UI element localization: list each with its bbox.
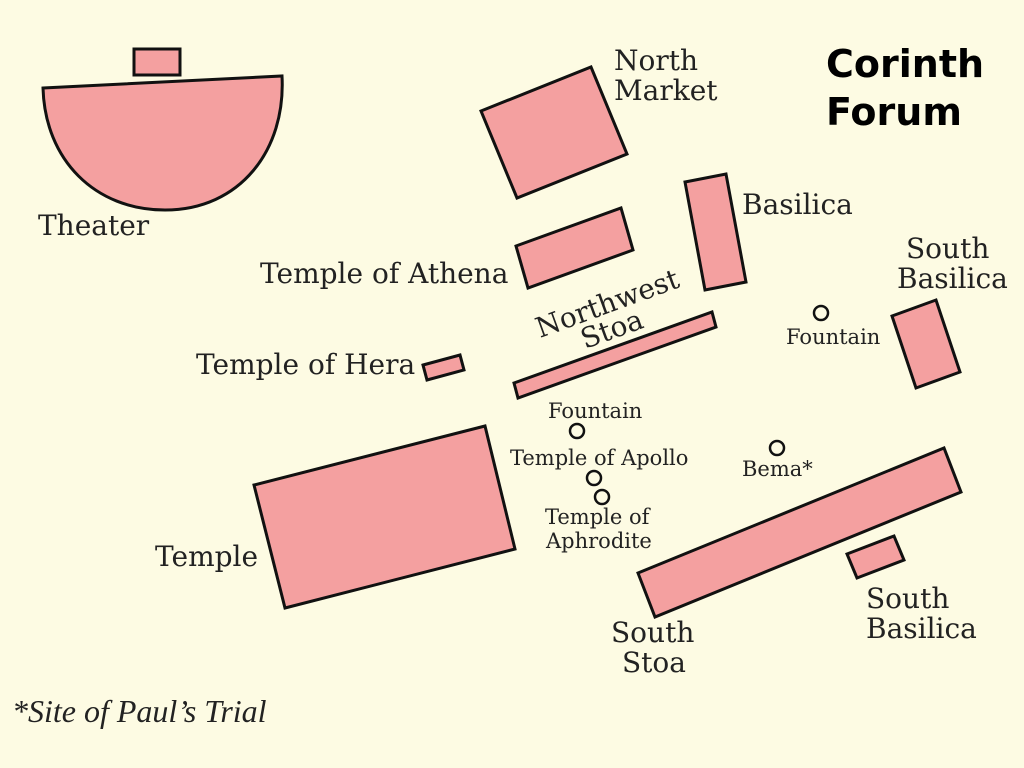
south-stoa-label-line1: South <box>611 616 694 649</box>
basilica-label: Basilica <box>742 188 853 221</box>
south-basilica-ne-building <box>890 298 962 390</box>
south-basilica-se-label-line2: Basilica <box>866 612 977 645</box>
temple-of-apollo-label: Temple of Apollo <box>510 446 688 470</box>
fountain-center-marker <box>568 422 586 440</box>
north-market-label-line1: North <box>614 44 698 77</box>
map-title-line2: Forum <box>826 90 962 134</box>
south-stoa-label-line2: Stoa <box>622 646 686 679</box>
fountain-east-label: Fountain <box>786 325 880 349</box>
fountain-center-label: Fountain <box>548 399 642 423</box>
temple-of-apollo-marker <box>585 469 603 487</box>
theater-label: Theater <box>38 209 150 242</box>
temple-of-hera-building <box>421 353 466 382</box>
temple-of-aphrodite-marker <box>593 488 611 506</box>
temple-label: Temple <box>155 540 258 573</box>
temple-of-aphrodite-label-line2: Aphrodite <box>545 529 652 553</box>
bema-label: Bema* <box>742 457 813 481</box>
north-market-label-line2: Market <box>614 74 718 107</box>
fountain-east-marker <box>812 304 830 322</box>
temple-of-aphrodite-label-line1: Temple of <box>545 505 652 529</box>
temple-of-athena-building <box>514 206 635 290</box>
labels: Theater North Market Basilica South Basi… <box>38 44 1008 679</box>
site-markers <box>568 304 830 506</box>
temple-of-hera-label: Temple of Hera <box>196 348 415 381</box>
footnote-site-of-pauls-trial: *Site of Paul’s Trial <box>12 693 267 729</box>
theater-stage-building <box>132 47 182 77</box>
northwest-stoa-building <box>512 310 718 400</box>
theater-building <box>41 74 284 212</box>
buildings <box>41 47 963 619</box>
bema-marker <box>768 439 786 457</box>
south-basilica-se-label-line1: South <box>866 582 949 615</box>
temple-of-athena-label: Temple of Athena <box>260 257 508 290</box>
basilica-building <box>683 172 748 292</box>
map-title-line1: Corinth <box>826 42 984 86</box>
south-basilica-ne-label-line2: Basilica <box>897 262 1008 295</box>
north-market-building <box>479 65 629 200</box>
temple-building <box>252 424 517 610</box>
south-basilica-ne-label-line1: South <box>906 232 989 265</box>
south-stoa-building <box>636 446 963 619</box>
south-basilica-se-building <box>845 534 906 580</box>
